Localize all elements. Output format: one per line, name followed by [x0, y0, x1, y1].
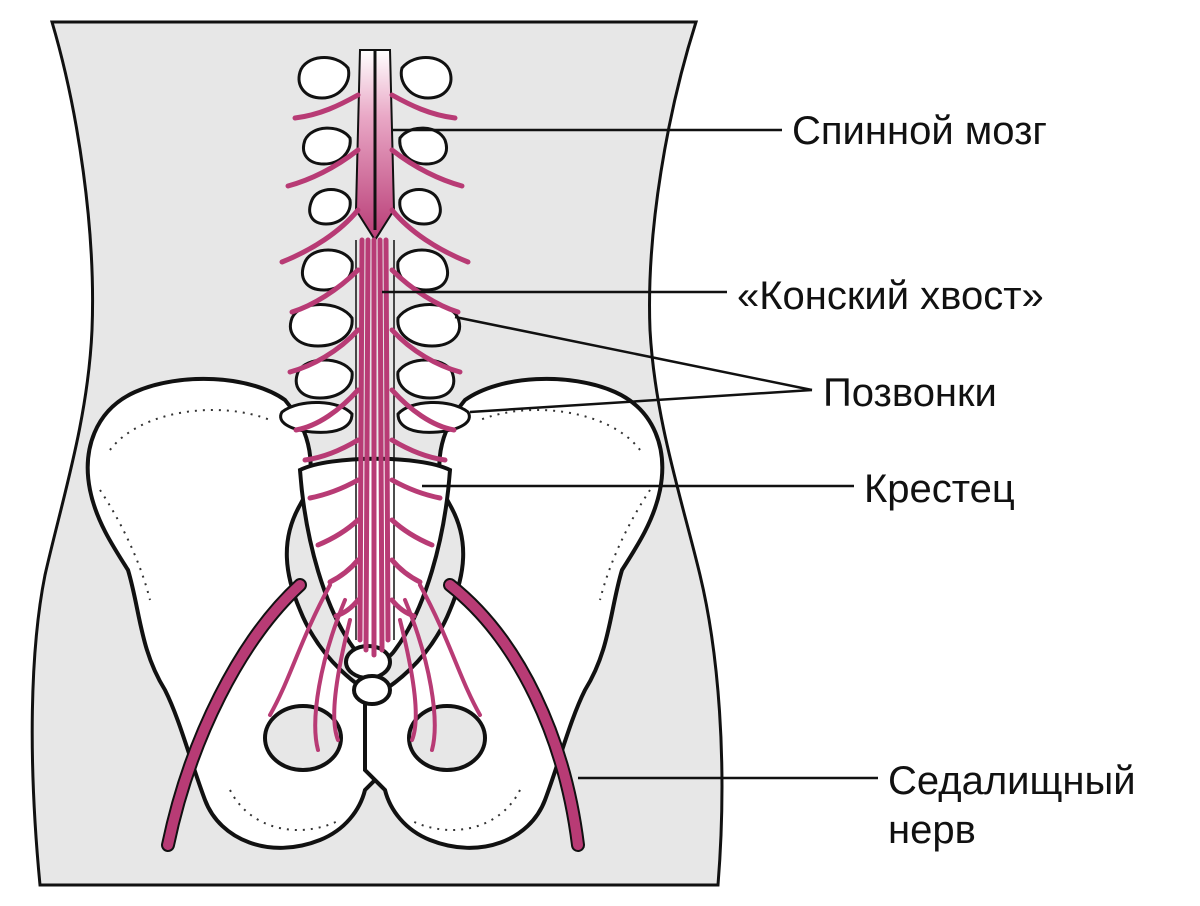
label-sciatic-nerve-line1: Седалищный	[888, 759, 1136, 803]
sciatic-nerves-fill	[163, 580, 583, 850]
leader-vertebra-upper	[454, 315, 813, 392]
nerve-branches	[268, 583, 482, 752]
pelvis-shading	[99, 409, 651, 831]
pelvis	[85, 376, 665, 850]
cauda-equina	[357, 237, 391, 658]
nerve-roots-left	[279, 92, 361, 619]
label-sacrum: Крестец	[864, 467, 1015, 511]
label-vertebrae: Позвонки	[823, 371, 997, 415]
leader-lines	[382, 128, 878, 780]
label-sciatic-nerve-line2: нерв	[888, 807, 976, 852]
label-cauda-equina: «Конский хвост»	[737, 274, 1044, 318]
label-sciatic-nerve: Седалищный нерв	[888, 757, 1136, 855]
leader-vertebra-lower	[469, 388, 813, 414]
vertebrae	[279, 55, 471, 434]
label-spinal-cord: Спинной мозг	[792, 109, 1047, 153]
